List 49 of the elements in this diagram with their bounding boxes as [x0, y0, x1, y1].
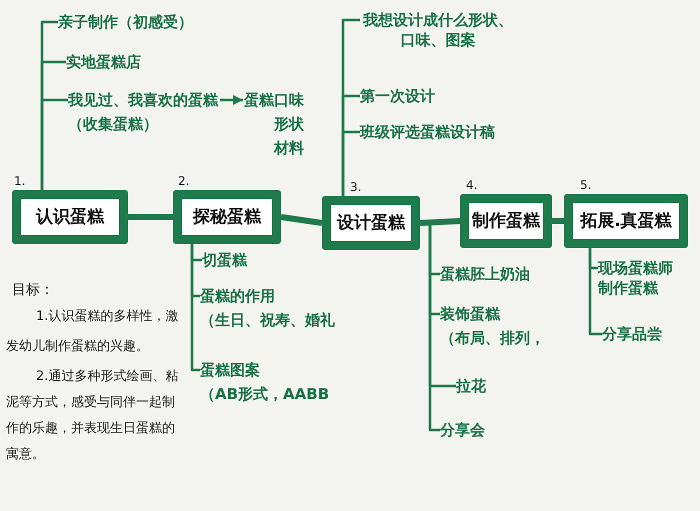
topic-title: 设计蛋糕: [337, 213, 405, 233]
topic-box: [173, 190, 281, 244]
branch-text: （AB形式，AABB: [200, 384, 330, 404]
branch-text: 蛋糕胚上奶油: [440, 264, 530, 284]
step-number: 1.: [14, 174, 26, 188]
branch-line: [342, 130, 360, 196]
branch-text: 蛋糕图案: [200, 360, 261, 380]
branch-text: 形状: [274, 114, 304, 134]
topic-title: 拓展.真蛋糕: [580, 211, 672, 231]
goal-heading: 目标：: [12, 281, 54, 300]
topic-title: 认识蛋糕: [36, 207, 104, 227]
branch-text: 我想设计成什么形状、口味、图案: [362, 10, 514, 50]
branch-text: （生日、祝寿、婚礼: [200, 310, 335, 330]
branch-text: 我见过、我喜欢的蛋糕: [68, 90, 218, 110]
topic-title: 制作蛋糕: [472, 211, 540, 231]
branch-text: 分享品尝: [602, 324, 662, 344]
branch-text: （布局、排列，: [440, 328, 545, 348]
branch-text: 拉花: [456, 376, 486, 396]
branch-text: 第一次设计: [360, 86, 435, 106]
branch-line: [40, 98, 68, 190]
branch-text: 现场蛋糕师制作蛋糕: [598, 258, 674, 298]
branch-text: 班级评选蛋糕设计稿: [360, 122, 495, 142]
topic-title: 探秘蛋糕: [193, 207, 261, 227]
step-number: 3.: [350, 180, 362, 194]
topic-box: [322, 196, 420, 250]
branch-text: 亲子制作（初感受）: [58, 12, 193, 32]
connector-line: [420, 218, 460, 226]
connector-line: [552, 218, 564, 224]
step-number: 5.: [580, 178, 592, 192]
branch-text: 材料: [274, 138, 304, 158]
branch-text: （收集蛋糕）: [68, 114, 159, 134]
branch-text: 实地蛋糕店: [66, 52, 141, 72]
arrow: [220, 95, 243, 105]
topic-box: [564, 194, 688, 248]
branch-text: 蛋糕口味: [244, 90, 304, 110]
topic-box: [12, 190, 128, 244]
branch-line: [588, 248, 602, 336]
topic-box: [460, 194, 552, 248]
branch-text: 蛋糕的作用: [200, 286, 276, 306]
connector-line: [280, 214, 322, 226]
connector-line: [128, 214, 173, 220]
branch-text: 切蛋糕: [202, 250, 247, 270]
branch-text: 分享会: [440, 420, 485, 440]
branch-line: [190, 244, 200, 372]
branch-text: 装饰蛋糕: [440, 304, 502, 324]
step-number: 4.: [466, 178, 478, 192]
step-number: 2.: [178, 174, 190, 188]
goal-text: 2.通过多种形式绘画、粘泥等方式，感受与同伴一起制作的乐趣，并表现生日蛋糕的寓意。: [6, 368, 180, 464]
goal-text: 1.认识蛋糕的多样性，激发幼儿制作蛋糕的兴趣。: [6, 308, 180, 356]
